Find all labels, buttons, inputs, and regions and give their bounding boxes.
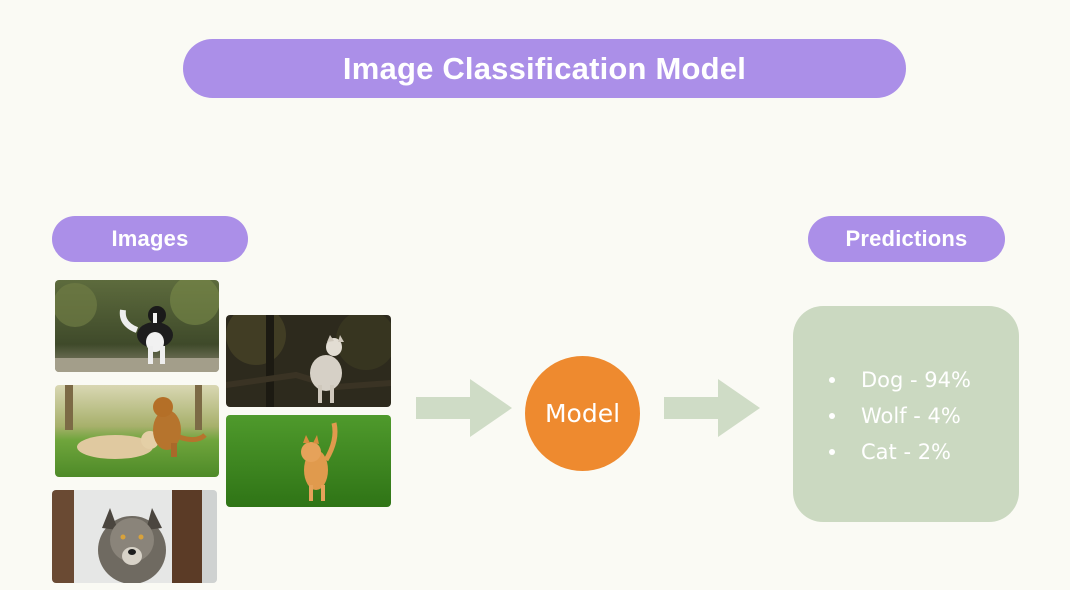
title-banner: Image Classification Model [183, 39, 906, 98]
image-dog-running [55, 280, 219, 372]
prediction-text: Wolf - 4% [861, 404, 961, 428]
model-label: Model [544, 399, 621, 428]
prediction-text: Dog - 94% [861, 368, 971, 392]
image-white-wolf [226, 315, 391, 407]
predictions-box: Dog - 94% Wolf - 4% Cat - 2% [793, 306, 1019, 522]
predictions-label: Predictions [845, 226, 968, 251]
predictions-header: Predictions [808, 216, 1005, 262]
bullet-icon [829, 449, 835, 455]
diagram-title: Image Classification Model [342, 50, 747, 86]
prediction-item: Cat - 2% [829, 434, 971, 470]
images-header: Images [52, 216, 248, 262]
arrow-to-model-icon [416, 379, 512, 437]
prediction-item: Wolf - 4% [829, 398, 971, 434]
images-label: Images [111, 226, 189, 251]
image-cat [226, 415, 391, 507]
bullet-icon [829, 377, 835, 383]
image-dogs-playing [55, 385, 219, 477]
prediction-text: Cat - 2% [861, 440, 952, 464]
arrow-to-predictions-icon [664, 379, 760, 437]
predictions-list: Dog - 94% Wolf - 4% Cat - 2% [829, 362, 971, 470]
bullet-icon [829, 413, 835, 419]
model-node: Model [525, 356, 640, 471]
image-wolf [52, 490, 217, 583]
prediction-item: Dog - 94% [829, 362, 971, 398]
